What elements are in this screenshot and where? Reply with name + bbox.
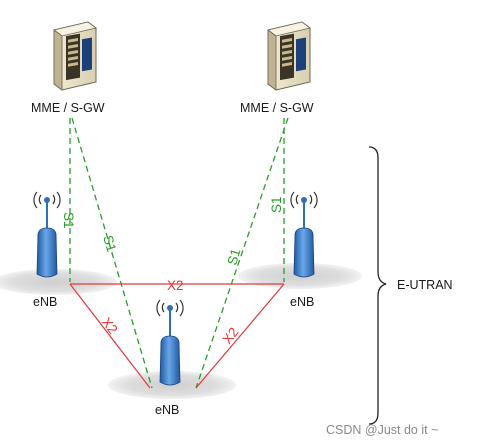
x2-links <box>69 283 285 389</box>
enb-right-label: eNB <box>290 295 314 309</box>
x2-label-right: X2 <box>220 325 242 347</box>
watermark: CSDN @Just do it ~ <box>326 423 438 437</box>
x2-label-left: X2 <box>99 315 121 337</box>
x2-link-right-bottom <box>195 283 285 389</box>
server-icon-right <box>267 21 311 91</box>
enb-bottom-label: eNB <box>155 403 179 417</box>
ground-shadow-left <box>0 269 117 295</box>
enb-left-label: eNB <box>33 295 57 309</box>
antenna-icon-right <box>290 191 318 278</box>
x2-label-top: X2 <box>167 278 184 293</box>
e-utran-label: E-UTRAN <box>397 278 453 292</box>
s1-links <box>69 117 289 389</box>
s1-link-right-mme-to-bottom-enb <box>195 117 289 389</box>
e-utran-brace <box>368 146 387 425</box>
antenna-icon-left <box>33 191 61 278</box>
s1-label-right: S1 <box>269 196 284 213</box>
server-icon-left <box>53 21 97 91</box>
antenna-icon-bottom <box>156 299 184 386</box>
x2-link-left-bottom <box>69 283 151 389</box>
s1-link-left-mme-to-bottom-enb <box>71 117 153 389</box>
s1-label-right-diagonal: S1 <box>224 247 243 267</box>
s1-label-left-diagonal: S1 <box>100 233 119 253</box>
mme-right-label: MME / S-GW <box>240 101 314 115</box>
mme-left-label: MME / S-GW <box>31 101 105 115</box>
s1-label-left: S1 <box>61 212 76 229</box>
